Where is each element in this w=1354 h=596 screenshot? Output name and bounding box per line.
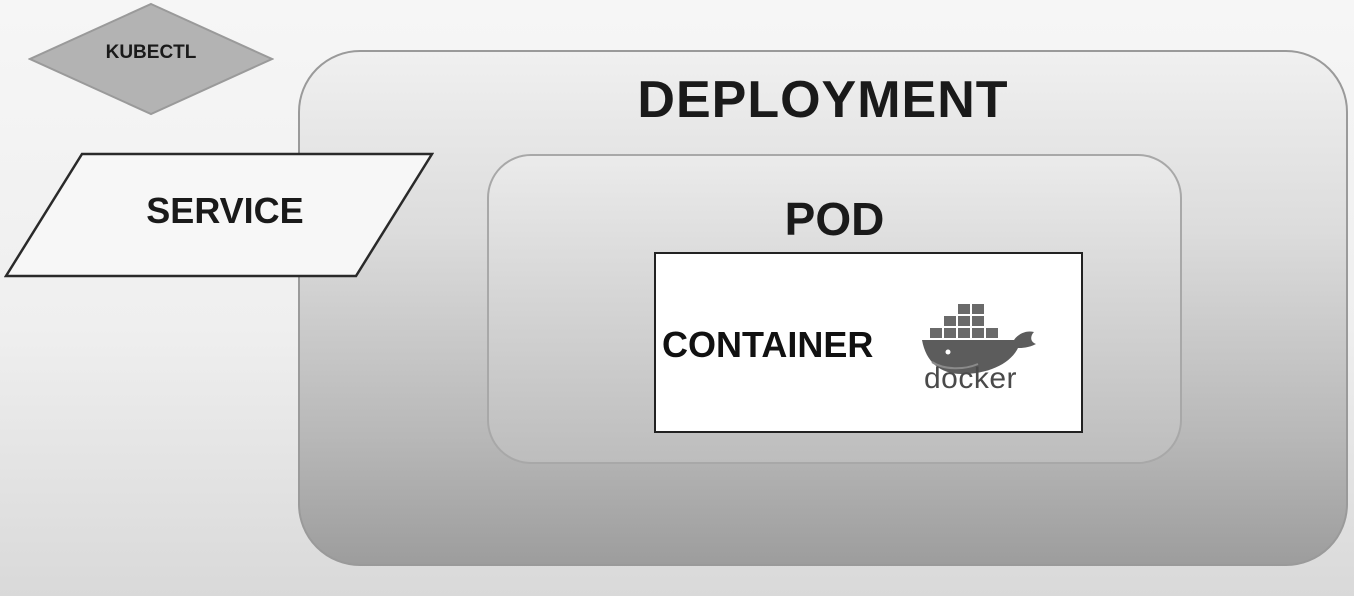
kubectl-diamond — [28, 2, 274, 116]
kubectl-label: KUBECTL — [105, 42, 197, 63]
container-label: CONTAINER — [662, 324, 874, 365]
docker-whale-icon — [922, 304, 1036, 374]
service-label: SERVICE — [146, 190, 304, 231]
pod-label: POD — [784, 193, 885, 245]
deployment-label: DEPLOYMENT — [637, 71, 1009, 129]
service-parallelogram — [4, 152, 434, 278]
container-box: CONTAINER docker — [654, 252, 1083, 433]
docker-wordmark: docker — [924, 362, 1018, 395]
